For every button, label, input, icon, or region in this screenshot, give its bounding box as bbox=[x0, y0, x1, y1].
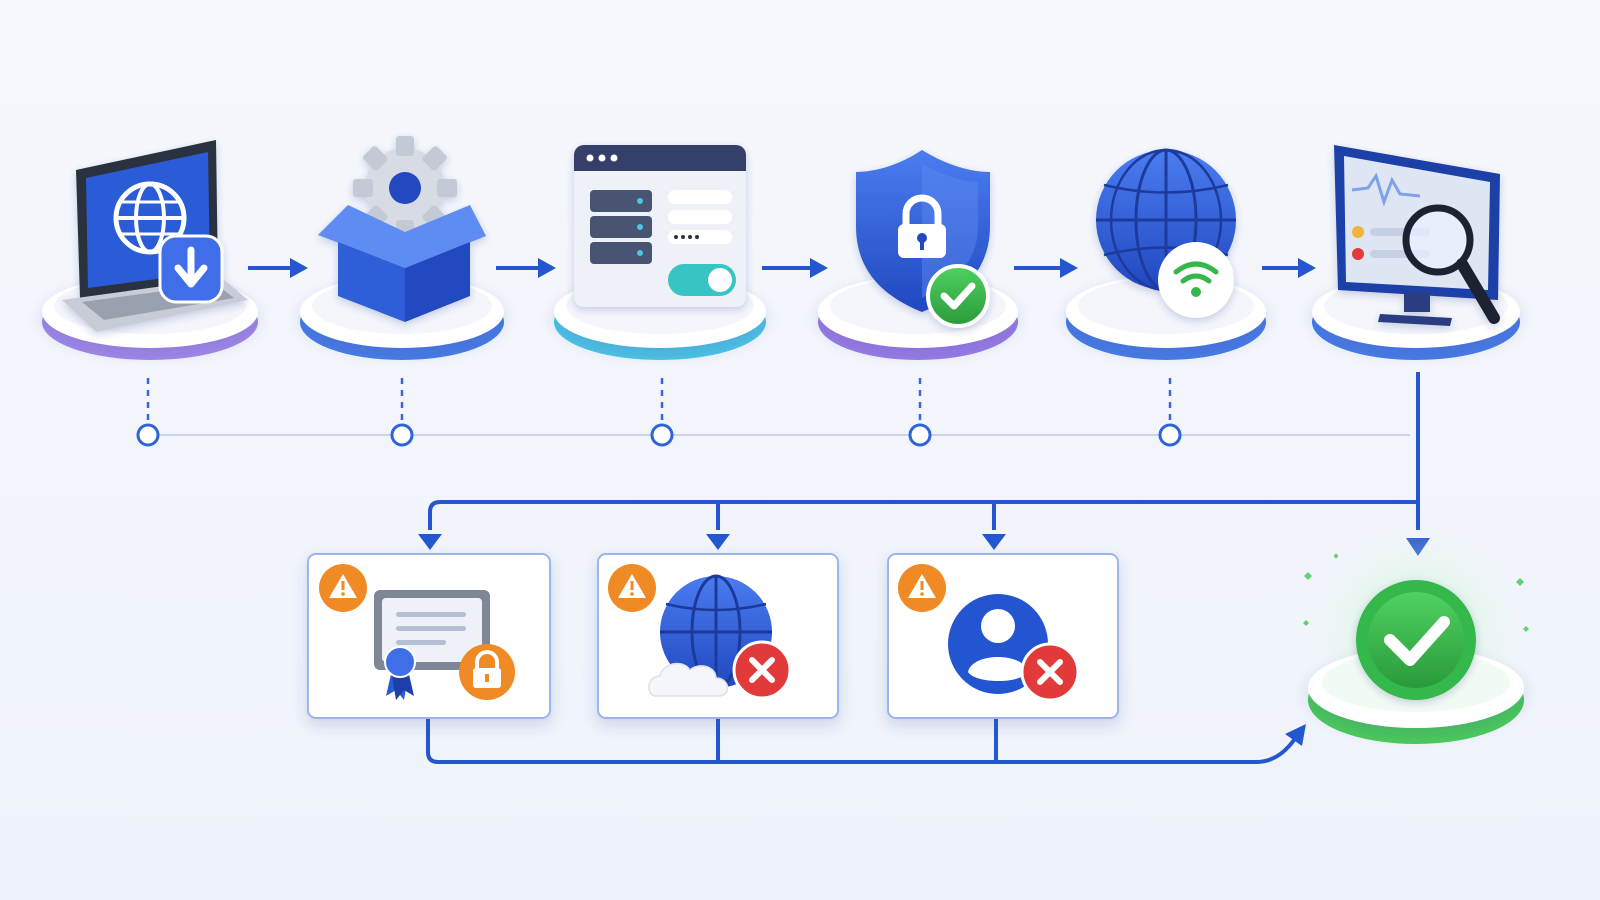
error-card-account bbox=[887, 553, 1119, 719]
monitor-magnifier-icon bbox=[1334, 145, 1500, 326]
server-settings-window-icon bbox=[574, 145, 746, 307]
top-arrows bbox=[248, 258, 1316, 278]
timeline-node bbox=[136, 423, 160, 447]
arrow-secure-to-connect bbox=[1014, 258, 1078, 278]
globe-cloud-error-icon bbox=[648, 574, 792, 700]
timeline-node bbox=[390, 423, 414, 447]
branch-connectors bbox=[426, 372, 1420, 764]
arrow-download-to-install bbox=[248, 258, 308, 278]
globe-wifi-icon bbox=[1096, 148, 1236, 318]
success-outcome bbox=[1303, 526, 1529, 746]
warning-icon bbox=[898, 564, 946, 612]
timeline bbox=[136, 378, 1410, 447]
shield-lock-check-icon bbox=[856, 150, 990, 328]
arrow-install-to-configure bbox=[496, 258, 556, 278]
arrow-configure-to-secure bbox=[762, 258, 828, 278]
error-card-network bbox=[597, 553, 839, 719]
user-error-icon bbox=[948, 594, 1080, 702]
warning-icon bbox=[319, 564, 367, 612]
arrow-connect-to-monitor bbox=[1262, 258, 1316, 278]
sparkle-decorations bbox=[1303, 554, 1529, 632]
warning-icon bbox=[608, 564, 656, 612]
box-gear-icon bbox=[318, 136, 486, 322]
laptop-globe-download-icon bbox=[62, 140, 248, 332]
error-card-certificate bbox=[307, 553, 551, 719]
timeline-node bbox=[650, 423, 674, 447]
timeline-node bbox=[1158, 423, 1182, 447]
success-check-icon bbox=[1356, 580, 1476, 700]
certificate-lock-icon bbox=[374, 590, 515, 700]
timeline-node bbox=[908, 423, 932, 447]
